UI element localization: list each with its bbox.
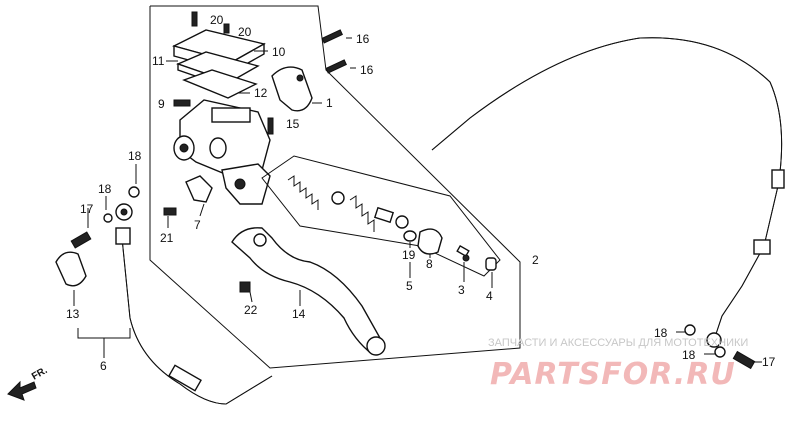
front-direction-indicator: FR. [7,365,50,401]
handlebar-holder [271,66,313,112]
callout-18: 18 [654,326,668,340]
sealing-washer [103,213,113,223]
bleed-screw [173,99,191,107]
spring-seat [331,191,345,205]
piston-washer [395,215,409,229]
callout-numbers: 20 20 16 16 10 11 12 1 9 15 18 18 17 7 2… [66,13,776,373]
switch-screw [163,207,177,216]
callout-18: 18 [128,149,142,163]
sealing-washer [128,186,140,198]
callout-6: 6 [100,359,107,373]
cap-screw [191,11,198,27]
cap-screw [223,23,230,34]
callout-4: 4 [486,289,493,303]
piston-spring [287,175,319,210]
callout-17: 17 [80,202,94,216]
callout-9: 9 [158,97,165,111]
callout-10: 10 [272,45,286,59]
banjo-bolt-left [70,231,92,249]
front-label: FR. [30,365,50,383]
holder-bolt [325,59,347,74]
callout-16: 16 [360,63,374,77]
callout-7: 7 [194,218,201,232]
callout-5: 5 [406,279,413,293]
callout-13: 13 [66,307,80,321]
callout-14: 14 [292,307,306,321]
callout-22: 22 [244,303,258,317]
callout-20: 20 [238,25,252,39]
callout-8: 8 [426,257,433,271]
reservoir-cap-group [172,29,266,99]
callout-20: 20 [210,13,224,27]
callout-16: 16 [356,32,370,46]
push-rod [456,244,470,262]
watermark-caption: ЗАПЧАСТИ И АКСЕССУАРЫ ДЛЯ МОТОТЕХНИКИ [488,337,748,349]
callout-12: 12 [254,86,268,100]
callout-19: 19 [402,248,416,262]
clutch-hose-left [115,203,273,405]
sealing-washer [684,324,696,336]
clutch-hose-right [431,37,785,348]
watermark: ЗАПЧАСТИ И АКСЕССУАРЫ ДЛЯ МОТОТЕХНИКИ PA… [488,337,748,392]
callout-15: 15 [286,117,300,131]
callout-18: 18 [682,348,696,362]
banjo-bolt-right [732,350,756,370]
callout-21: 21 [160,231,174,245]
leader-lines [73,37,762,363]
dust-boot [417,228,443,255]
clutch-lever [231,227,386,356]
banjo-boot [55,251,87,287]
front-arrow-icon [7,380,37,401]
lever-nut [239,281,251,293]
master-cylinder-body [173,99,271,205]
piston [349,195,395,232]
callout-17: 17 [762,355,776,369]
assembly-outline [149,5,521,369]
callout-2: 2 [532,253,539,267]
callout-3: 3 [458,283,465,297]
callout-18: 18 [98,182,112,196]
callout-11: 11 [152,54,165,68]
watermark-brand: PARTSFOR.RU [490,357,736,392]
sealing-washer [714,346,726,358]
pivot-bolt [267,117,274,135]
rod-cap [485,257,497,271]
clutch-switch [185,175,213,203]
circlip [403,230,417,242]
callout-1: 1 [326,96,333,110]
holder-bolt [321,29,343,44]
